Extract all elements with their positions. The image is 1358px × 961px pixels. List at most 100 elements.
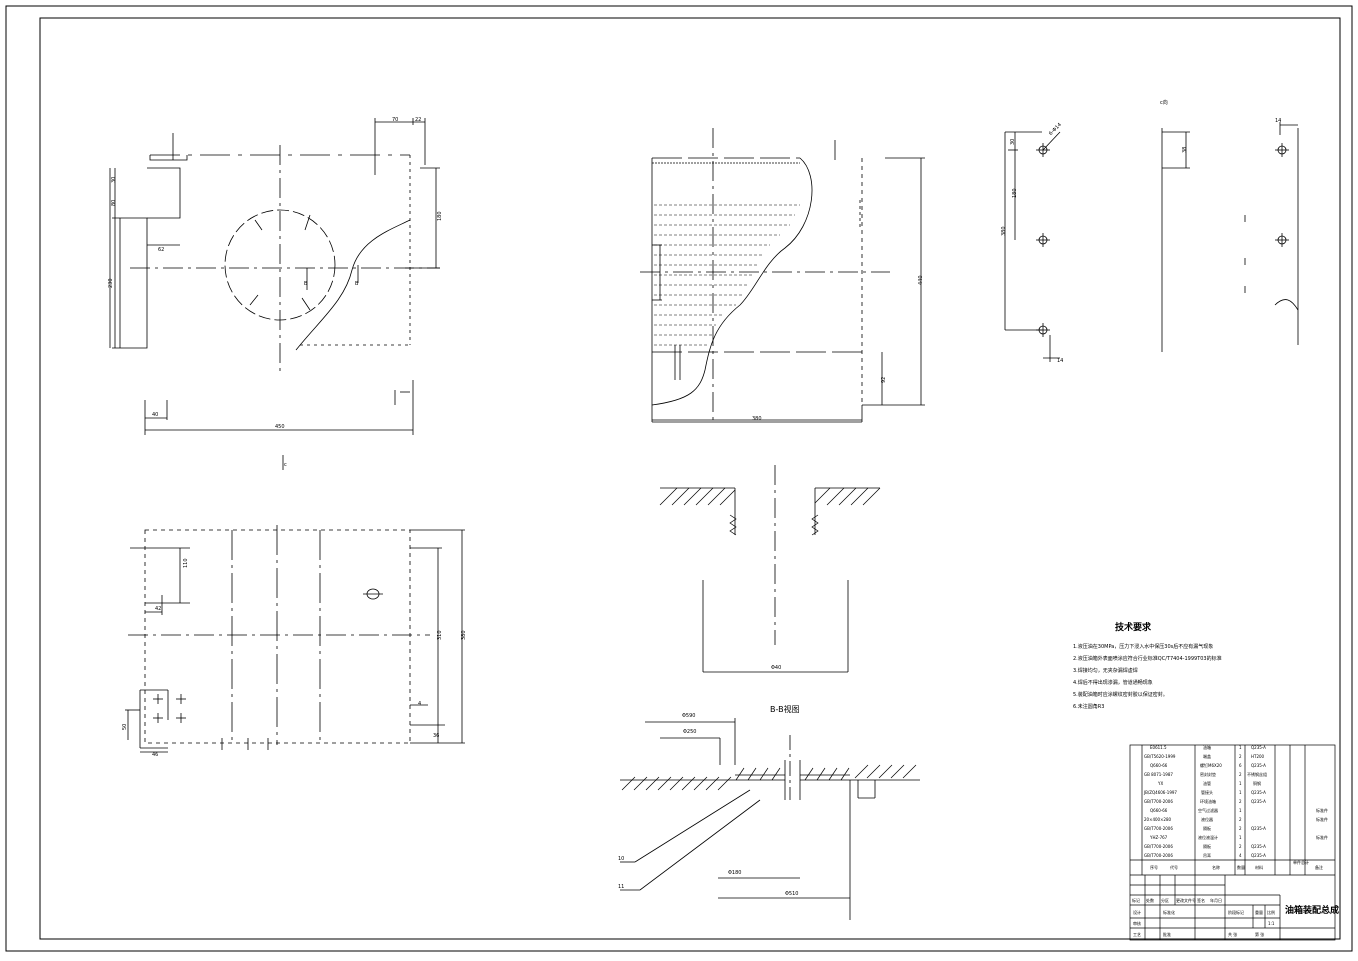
bom-qty-cell: 1 xyxy=(1239,808,1242,813)
bom-qty-cell: 4 xyxy=(1239,853,1242,858)
dim-right-top-5: 38 xyxy=(1182,147,1188,153)
bom-qty-cell: 2 xyxy=(1239,826,1242,831)
bom-names: 油箱 端盖 螺钉M6X20 密封封垫 油管 管接头 环境油箱 空气过滤器 液位器… xyxy=(1198,744,1222,858)
title-row-label: 处数 xyxy=(1146,897,1154,903)
tech-req-item: 4.焊后不得出现渗漏，管道通畅现象 xyxy=(1073,679,1153,686)
title-row-label: 共 张 xyxy=(1228,931,1237,937)
bb-section-labels: B-B视图 Φ590 Φ250 Φ180 Φ510 10 11 xyxy=(618,704,800,897)
bom-material-cell: Q235-A xyxy=(1251,844,1266,849)
view-marker-c: c xyxy=(284,462,287,468)
bb-section-hatch xyxy=(621,764,917,791)
title-row-label: 审核 xyxy=(1133,920,1141,926)
top-right-view xyxy=(1004,122,1299,362)
title-row-label: 设计 xyxy=(1133,909,1141,915)
bom-note: 标准件 xyxy=(1316,807,1328,813)
bom-name: 螺钉M6X20 xyxy=(1200,762,1222,768)
bom-code: YHZ-767 xyxy=(1149,835,1168,840)
bom-code: Q660-66 xyxy=(1150,763,1168,768)
bom-qty-cell: 2 xyxy=(1239,844,1242,849)
title-row-label: 重量 xyxy=(1255,909,1263,915)
bom-code: GB/T5620-1999 xyxy=(1144,754,1176,759)
dim-center-top-1: 440 xyxy=(918,275,924,285)
title-row-label: 年月日 xyxy=(1210,897,1222,903)
technical-requirements: 技术要求 1.液压油在30MPa，压力下浸入水中保压30s后不应有漏气现象 2.… xyxy=(1073,621,1222,710)
bom-header-cell: 名称 xyxy=(1212,864,1220,870)
oil-level-hatch xyxy=(654,204,800,346)
top-center-dimensions: 380 440 92 xyxy=(752,275,924,422)
top-left-view xyxy=(109,118,440,470)
dim-left-bottom-3: 380 xyxy=(461,630,467,640)
bom-material-cell: 铜钢 xyxy=(1253,780,1261,786)
bom-header-cell: 代号 xyxy=(1170,864,1178,870)
dim-top-left-7: 40 xyxy=(152,412,158,418)
dim-right-top-1: 30 xyxy=(1010,139,1016,145)
bom-name: 吊耳 xyxy=(1203,853,1211,858)
bom-note: 标准件 xyxy=(1316,816,1328,822)
title-row-label: 第 张 xyxy=(1255,931,1264,937)
section-marker-b1: B xyxy=(304,281,308,287)
title-row-label: 阶段标记 xyxy=(1228,909,1244,915)
tech-req-item: 2.液压油箱外表面喷涂应符合行业标准QC/T7404-1999T03的标准 xyxy=(1073,655,1222,662)
bom-material-cell: Q235-A xyxy=(1251,745,1266,750)
dim-center-top-0: 380 xyxy=(752,416,762,422)
bom-qty-cell: 2 xyxy=(1239,754,1242,759)
dim-left-bottom-1: 42 xyxy=(155,606,161,612)
bom-header: 序号 代号 名称 数量 材料 单件 总计 备注 xyxy=(1150,859,1323,870)
dim-right-top-2: 180 xyxy=(1012,188,1018,198)
bom-name: 密封封垫 xyxy=(1200,771,1216,777)
bom-material-cell: Q235-A xyxy=(1251,799,1266,804)
center-mid-view xyxy=(660,465,880,673)
bottom-left-dimensions: 110 42 310 380 4 36 50 46 xyxy=(122,558,467,758)
dim-left-bottom-7: 46 xyxy=(152,752,158,758)
bom-code: GB/T700-2006 xyxy=(1144,799,1173,804)
leader-part-11: 11 xyxy=(618,884,624,890)
bom-codes: E0611.5 GB/T5620-1999 Q660-66 GB 8071-19… xyxy=(1143,745,1177,858)
bom-code: Q660-66 xyxy=(1150,808,1168,813)
dim-right-top-6: 14 xyxy=(1275,118,1281,124)
leader-part-10: 10 xyxy=(618,856,624,862)
drawing-title: 油箱装配总成 xyxy=(1285,904,1339,916)
dim-top-left-8: 450 xyxy=(275,424,285,430)
inner-border xyxy=(39,17,1341,940)
bom-qty-cell: 1 xyxy=(1239,835,1242,840)
bom-name: 液位器 xyxy=(1201,816,1213,822)
bom-header-cell: 数量 xyxy=(1237,864,1245,870)
dim-top-left-0: 70 xyxy=(392,117,398,123)
dim-center-top-2: 92 xyxy=(881,377,887,383)
bom-qty-cell: 1 xyxy=(1239,790,1242,795)
bom-name: 液位液温计 xyxy=(1198,834,1218,840)
outer-border xyxy=(5,5,1353,952)
dim-left-bottom-4: 4 xyxy=(418,701,421,707)
bom-name: 空气过滤器 xyxy=(1198,807,1218,813)
bom-table-grid xyxy=(1129,744,1336,941)
bom-code: GB 8071-1987 xyxy=(1144,772,1173,777)
bom-note: 标准件 xyxy=(1316,834,1328,840)
title-row-label: 分区 xyxy=(1161,897,1169,903)
dim-center-bottom-1: Φ250 xyxy=(683,729,696,735)
title-row-label: 更改文件号 xyxy=(1176,897,1196,903)
title-row-label: 比例 xyxy=(1267,909,1275,915)
title-row-label: 标记 xyxy=(1132,897,1140,903)
bom-header-cell: 序号 xyxy=(1150,864,1158,870)
scale-value: 1:1 xyxy=(1268,921,1275,926)
bom-material-cell: Q235-A xyxy=(1251,853,1266,858)
dim-top-left-4: 180 xyxy=(437,211,443,221)
bom-name: 管接头 xyxy=(1201,789,1213,795)
center-mid-dimensions: Φ40 xyxy=(771,665,781,671)
bom-header-cell: 单件 xyxy=(1293,859,1301,865)
bom-qty-cell: 2 xyxy=(1239,799,1242,804)
tech-req-item: 5.装配油箱时应涂螺纹密封胶以保证密封。 xyxy=(1073,691,1168,698)
bom-code: GB/T700-2006 xyxy=(1144,853,1173,858)
dim-center-bottom-0: Φ590 xyxy=(682,713,695,719)
bom-qty: 1 2 6 2 1 1 2 1 2 2 1 2 4 xyxy=(1239,745,1242,858)
bom-qty-cell: 2 xyxy=(1239,772,1242,777)
dim-right-top-0: 6-Φ14 xyxy=(1048,122,1063,137)
tech-req-item: 3.焊接均匀，无夹杂漏焊虚焊 xyxy=(1073,667,1138,674)
tech-req-title: 技术要求 xyxy=(1115,621,1152,633)
dim-center-bottom-3: Φ510 xyxy=(785,891,798,897)
title-row-label: 签名 xyxy=(1197,897,1205,903)
bom-header-cell: 总计 xyxy=(1301,859,1309,865)
section-marker-b2: B xyxy=(355,281,359,287)
dim-center-bottom-2: Φ180 xyxy=(728,870,741,876)
